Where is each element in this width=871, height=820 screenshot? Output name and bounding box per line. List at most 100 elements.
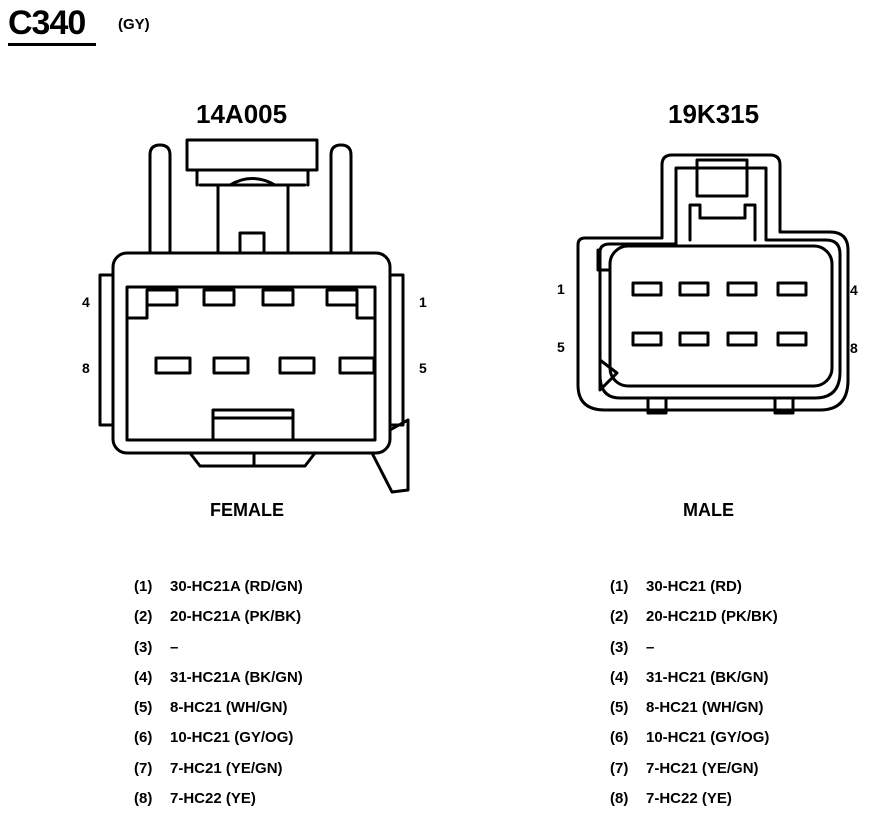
male-pin-2: [678, 281, 710, 297]
circuit-id: 10-HC21 (GY/OG): [170, 729, 294, 747]
male-inner-shroud: [598, 166, 842, 400]
female-right-rib: [388, 273, 405, 427]
pinout-row: (3)–: [134, 639, 303, 669]
connector-color: (GY): [118, 16, 150, 33]
male-pin-7: [726, 331, 758, 347]
pin-number: (7): [134, 759, 153, 777]
pinout-row: (5) 8-HC21 (WH/GN): [610, 699, 778, 729]
male-pin-5: [631, 331, 663, 347]
pin-number: (4): [610, 668, 629, 686]
female-right-post: [329, 143, 353, 255]
male-pin-label-bottom-left: 5: [557, 339, 565, 355]
circuit-id: 30-HC21A (RD/GN): [170, 578, 303, 595]
connector-drawings: [98, 138, 850, 494]
female-lock-lever: [370, 418, 410, 494]
male-pin-label-top-left: 1: [557, 281, 565, 297]
male-pin-8: [776, 331, 808, 347]
connector-id-underline: [8, 43, 96, 46]
pinout-row: (4) 31-HC21A (BK/GN): [134, 669, 303, 699]
pinout-row: (1) 30-HC21A (RD/GN): [134, 578, 303, 608]
female-key-notch: [211, 408, 295, 442]
male-pin-3: [726, 281, 758, 297]
male-part-number: 19K315: [668, 99, 760, 129]
pin-number: (3): [134, 638, 153, 656]
female-outer-housing: [111, 251, 392, 455]
circuit-id: 8-HC21 (WH/GN): [170, 699, 288, 717]
male-pin-1: [631, 281, 663, 297]
pin-number: (6): [610, 729, 629, 747]
circuit-id: –: [170, 638, 179, 656]
circuit-id: 10-HC21 (GY/OG): [646, 729, 770, 747]
female-pin-3: [202, 288, 236, 307]
female-pin-label-bottom-left: 8: [82, 360, 90, 376]
male-latch: [695, 158, 749, 198]
circuit-id: 7-HC21 (YE/GN): [646, 759, 759, 777]
male-pin-6: [678, 331, 710, 347]
female-pinout-list: (1) 30-HC21A (RD/GN) (2)20-HC21A (PK/BK)(3…: [134, 578, 303, 820]
pinout-row: (2)20-HC21A (PK/BK): [134, 608, 303, 638]
female-pin-1: [325, 288, 359, 307]
female-connector-face: [98, 138, 410, 494]
pinout-row: (8) 7-HC22 (YE): [610, 790, 778, 820]
female-latch-top: [185, 138, 319, 172]
male-pin-4: [776, 281, 808, 297]
male-label: MALE: [683, 500, 734, 520]
male-left-foot: [646, 396, 668, 415]
male-right-foot: [773, 396, 795, 415]
circuit-id: 8-HC21 (WH/GN): [646, 699, 764, 717]
pin-number: (5): [610, 699, 629, 717]
female-pin-label-top-left: 4: [82, 294, 90, 310]
female-latch-stem: [216, 183, 290, 255]
pin-number: (3): [610, 638, 629, 656]
male-pin-cavity: [608, 244, 834, 388]
pin-number: (1): [610, 578, 629, 595]
circuit-id: 7-HC21 (YE/GN): [170, 759, 283, 777]
female-pin-4: [145, 288, 179, 307]
circuit-id: 31-HC21A (BK/GN): [170, 668, 303, 686]
female-left-post: [148, 143, 172, 255]
male-outer-shroud: [576, 153, 850, 412]
circuit-id: 7-HC22 (YE): [646, 790, 732, 808]
female-pin-label-bottom-right: 5: [419, 360, 427, 376]
circuit-id: 20-HC21A (PK/BK): [170, 608, 302, 626]
female-part-number: 14A005: [196, 99, 288, 129]
pin-number: (8): [134, 790, 153, 808]
male-pin-label-top-right: 4: [850, 282, 858, 298]
female-pin-8: [154, 356, 192, 375]
female-pin-6: [278, 356, 316, 375]
pinout-row: (5) 8-HC21 (WH/GN): [134, 699, 303, 729]
pin-number: (7): [610, 759, 629, 777]
female-latch-tab: [238, 231, 266, 255]
circuit-id: –: [646, 638, 655, 656]
pinout-row: (7) 7-HC21 (YE/GN): [610, 760, 778, 790]
female-pin-label-top-right: 1: [419, 294, 427, 310]
circuit-id: 30-HC21 (RD): [646, 578, 742, 595]
circuit-id: 31-HC21 (BK/GN): [646, 668, 769, 686]
pin-number: (8): [610, 790, 629, 808]
pinout-row: (6) 10-HC21 (GY/OG): [610, 729, 778, 759]
pinout-row: (7) 7-HC21 (YE/GN): [134, 760, 303, 790]
female-inner-housing: [125, 285, 377, 442]
pinout-row: (6) 10-HC21 (GY/OG): [134, 729, 303, 759]
circuit-id: 20-HC21D (PK/BK): [646, 608, 778, 626]
pinout-row: (8) 7-HC22 (YE): [134, 790, 303, 820]
female-left-rib: [98, 273, 115, 427]
pin-number: (4): [134, 668, 153, 686]
pin-number: (1): [134, 578, 153, 595]
female-label: FEMALE: [210, 500, 284, 520]
pinout-row: (4) 31-HC21 (BK/GN): [610, 669, 778, 699]
pinout-row: (1) 30-HC21 (RD): [610, 578, 778, 608]
male-connector-face: [576, 153, 850, 415]
female-pin-2: [261, 288, 295, 307]
pinout-row: (2) 20-HC21D (PK/BK): [610, 608, 778, 638]
pin-number: (5): [134, 699, 153, 717]
male-pinout-list: (1)30-HC21 (RD)(2)20-HC21D (PK/BK)(3)–(4…: [610, 578, 778, 820]
male-latch-frame: [688, 203, 757, 242]
female-pin-5: [338, 356, 376, 375]
female-pin-7: [212, 356, 250, 375]
circuit-id: 7-HC22 (YE): [170, 790, 256, 808]
pin-number: (2): [610, 608, 629, 626]
pin-number: (6): [134, 729, 153, 747]
male-pin-label-bottom-right: 8: [850, 340, 858, 356]
pinout-row: (3)–: [610, 639, 778, 669]
